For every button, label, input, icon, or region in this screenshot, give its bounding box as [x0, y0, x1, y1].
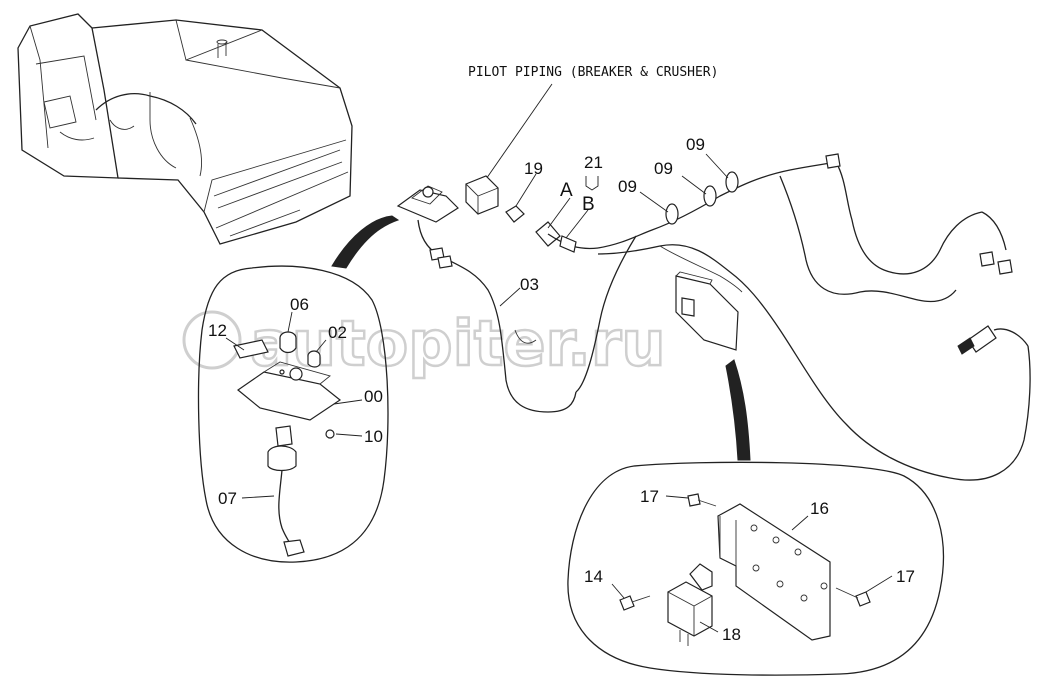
callout-12: 12 [208, 321, 227, 340]
watermark: autopiter.ru [182, 306, 667, 381]
callout-10: 10 [364, 427, 383, 446]
callout-14: 14 [584, 567, 603, 586]
clip [703, 185, 717, 207]
callout-17: 17 [896, 567, 915, 586]
harness-connector [967, 325, 997, 353]
callout-19: 19 [524, 159, 543, 178]
detail-lens-right [567, 461, 945, 676]
callout-07: 07 [218, 489, 237, 508]
callout-09: 09 [654, 159, 673, 178]
callout-21: 21 [584, 153, 603, 172]
callout-17: 17 [640, 487, 659, 506]
fitting [505, 205, 525, 223]
watermark-text: autopiter.ru [250, 307, 666, 380]
callout-B: B [582, 194, 595, 215]
pilot-valve [465, 175, 499, 215]
callout-09: 09 [686, 135, 705, 154]
callout-09: 09 [618, 177, 637, 196]
callout-02: 02 [328, 323, 347, 342]
detail-lens-left [197, 265, 389, 563]
detail-switch [197, 215, 400, 563]
callout-06: 06 [290, 295, 309, 314]
diagram-title: PILOT PIPING (BREAKER & CRUSHER) [468, 65, 718, 80]
main-assembly [396, 153, 1031, 481]
clip [665, 203, 679, 225]
mounting-bracket [717, 503, 831, 641]
callout-00: 00 [364, 387, 383, 406]
callout-16: 16 [810, 499, 829, 518]
excavator-overview [17, 13, 353, 245]
detail-bracket [567, 359, 945, 676]
callout-18: 18 [722, 625, 741, 644]
relay [667, 581, 713, 637]
callout-A: A [560, 180, 573, 201]
callout-03: 03 [520, 275, 539, 294]
clip [725, 171, 739, 193]
